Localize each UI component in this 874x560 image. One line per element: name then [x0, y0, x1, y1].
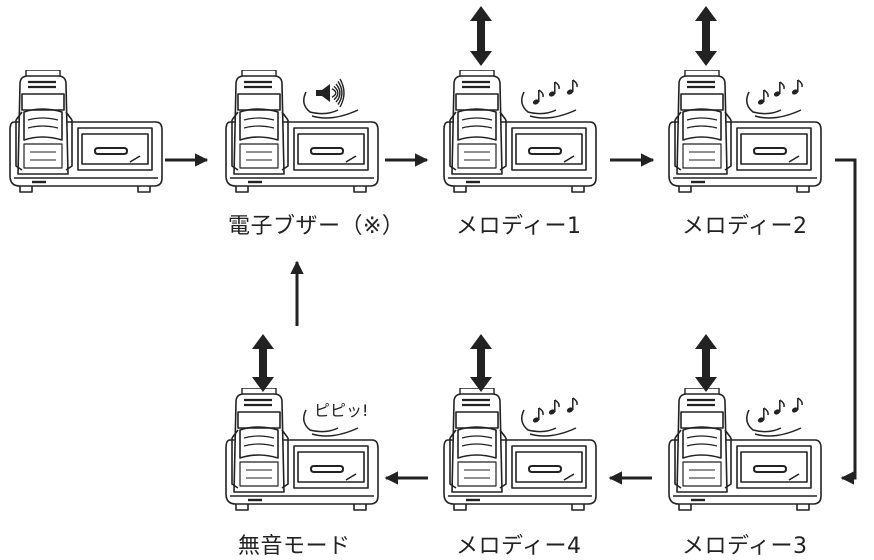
music-note-icon	[548, 81, 560, 97]
charger-start	[6, 69, 166, 195]
charger-electronic-buzzer	[222, 69, 382, 195]
music-note-icon	[566, 79, 578, 95]
music-note-icon	[532, 89, 544, 105]
charger-melody-1	[440, 69, 600, 195]
sound-bubble: ピピッ!	[303, 401, 368, 437]
arrow-melody2-to-melody3	[835, 158, 857, 485]
sound-bubble	[746, 79, 803, 119]
charger-melody-3	[665, 387, 825, 513]
music-note-icon	[791, 397, 803, 413]
charger-body	[443, 69, 597, 193]
label-melody-4: メロディー4	[456, 534, 582, 559]
sound-text: ピピッ!	[314, 401, 368, 420]
charger-melody-4	[440, 387, 600, 513]
speaker-icon	[316, 78, 345, 108]
charger-melody-2	[665, 69, 825, 195]
press-arrow-icon	[470, 334, 492, 392]
press-arrow-icon	[252, 334, 274, 392]
sound-bubble	[521, 79, 578, 119]
label-melody-1: メロディー1	[456, 214, 582, 239]
charger-body	[668, 69, 822, 193]
charger-body	[225, 387, 379, 511]
sound-bubble	[746, 397, 803, 437]
charger-silent-mode: ピピッ!	[222, 387, 382, 513]
press-arrow-icon	[695, 6, 717, 66]
music-note-icon	[566, 397, 578, 413]
music-note-icon	[532, 407, 544, 423]
label-melody-3: メロディー3	[682, 534, 808, 559]
music-note-icon	[757, 407, 769, 423]
label-electronic-buzzer: 電子ブザー（※）	[228, 214, 405, 239]
music-note-icon	[773, 81, 785, 97]
press-arrow-icon	[470, 6, 492, 66]
press-arrow-icon	[695, 334, 717, 392]
music-note-icon	[773, 399, 785, 415]
music-note-icon	[548, 399, 560, 415]
sound-bubble	[303, 78, 359, 119]
label-silent-mode: 無音モード	[238, 534, 351, 559]
charger-body	[443, 387, 597, 511]
charger-body	[9, 69, 163, 193]
charger-body	[668, 387, 822, 511]
label-melody-2: メロディー2	[682, 214, 808, 239]
music-note-icon	[791, 79, 803, 95]
music-note-icon	[757, 89, 769, 105]
charger-body	[225, 69, 379, 193]
sound-bubble	[521, 397, 578, 437]
